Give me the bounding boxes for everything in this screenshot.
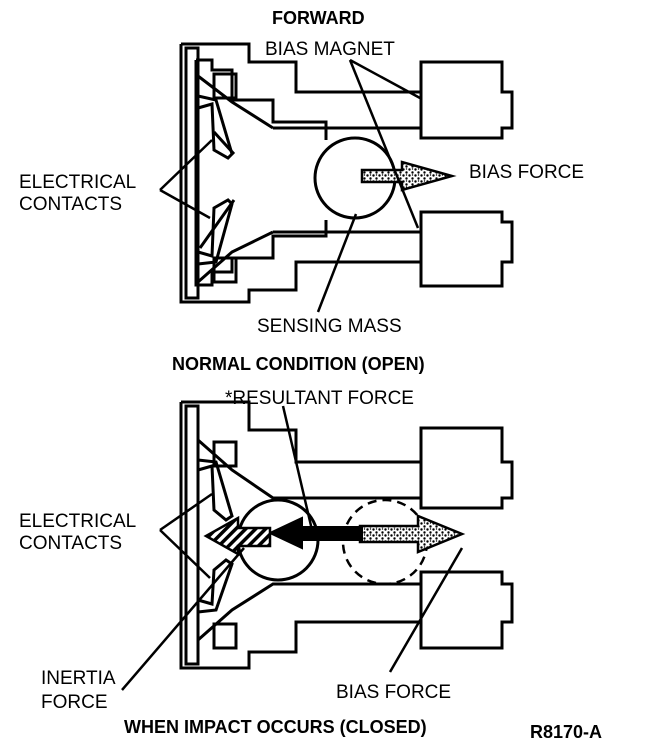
figure-code: R8170-A <box>530 722 602 742</box>
sensing-mass-label: SENSING MASS <box>257 316 402 337</box>
bottom-lower-pad <box>212 622 238 650</box>
top-sensor <box>159 42 514 313</box>
top-contacts-leader-lower <box>159 188 211 220</box>
bottom-resultant-force-arrow <box>267 516 363 550</box>
top-left-plate <box>184 46 200 300</box>
top-bias-magnet-leader-1 <box>349 58 421 100</box>
top-electrical-contacts-label-2: CONTACTS <box>19 194 122 215</box>
bottom-contacts-leader-lower <box>159 529 211 579</box>
resultant-force-label: *RESULTANT FORCE <box>225 388 414 409</box>
top-housing-outline <box>179 42 421 304</box>
inertia-force-label-2: FORCE <box>41 692 108 713</box>
top-magnet-lower <box>419 210 514 288</box>
bottom-upper-pad <box>212 440 238 468</box>
bottom-magnet-lower <box>419 570 514 650</box>
bottom-bias-force-leader <box>388 547 464 673</box>
top-magnet-upper <box>419 60 514 140</box>
top-bias-magnet-leader-2 <box>348 59 420 229</box>
bottom-bias-force-arrow <box>358 514 466 554</box>
top-electrical-contacts-label-1: ELECTRICAL <box>19 172 136 193</box>
top-contacts-leader-upper <box>159 139 213 191</box>
bottom-magnet-upper <box>419 426 514 510</box>
bottom-left-plate <box>184 404 200 666</box>
top-lower-contact <box>197 198 234 266</box>
top-chamber <box>273 126 421 234</box>
top-lower-pad <box>212 256 238 284</box>
inertia-force-label-1: INERTIA <box>41 668 116 689</box>
normal-condition-caption: NORMAL CONDITION (OPEN) <box>172 354 425 374</box>
top-sensing-mass-leader <box>316 213 358 313</box>
bottom-upper-contact <box>197 458 234 522</box>
top-upper-contact-cavity <box>197 74 274 130</box>
impact-condition-caption: WHEN IMPACT OCCURS (CLOSED) <box>124 717 427 737</box>
bottom-electrical-contacts-label-2: CONTACTS <box>19 533 122 554</box>
bias-magnet-label: BIAS MAGNET <box>265 39 395 60</box>
bottom-lower-contact <box>197 558 234 614</box>
bottom-bias-force-label: BIAS FORCE <box>336 682 451 703</box>
bottom-resultant-leader <box>281 405 314 531</box>
bottom-inertia-leader <box>121 547 245 691</box>
bottom-contacts-leader-upper <box>159 492 213 532</box>
top-upper-pad <box>212 72 238 100</box>
top-inner-base <box>194 60 328 287</box>
top-bias-force-arrow <box>360 160 457 192</box>
bottom-electrical-contacts-label-1: ELECTRICAL <box>19 511 136 532</box>
top-lower-contact-cavity <box>197 230 274 284</box>
forward-label: FORWARD <box>272 8 365 28</box>
bottom-inertia-force-arrow <box>203 515 272 557</box>
bottom-housing-outline <box>179 400 421 670</box>
top-upper-contact <box>197 94 234 160</box>
bottom-sensor <box>121 400 514 691</box>
top-bias-force-label: BIAS FORCE <box>469 162 584 183</box>
